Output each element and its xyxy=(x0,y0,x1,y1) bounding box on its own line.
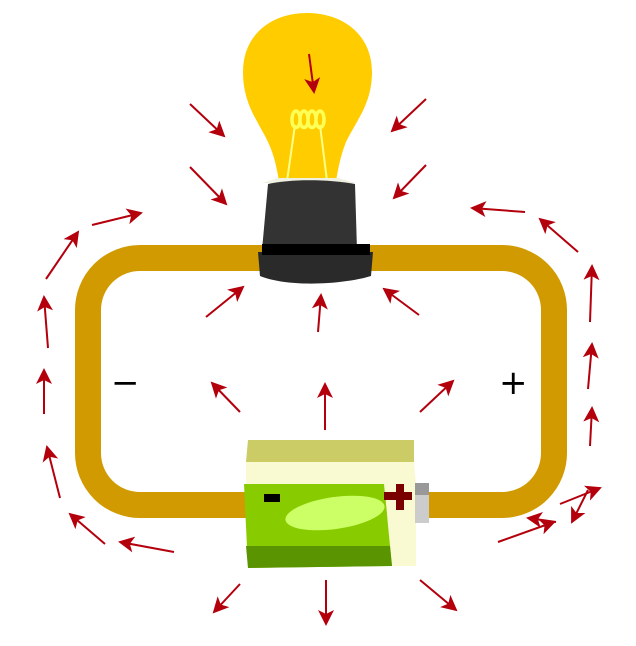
battery-minus-mark xyxy=(264,494,280,502)
arrow-icon xyxy=(189,166,228,206)
arrow-icon xyxy=(205,285,245,318)
arrow-icon xyxy=(419,379,455,413)
battery-top xyxy=(246,440,414,462)
arrow-icon xyxy=(582,342,599,390)
arrow-icon xyxy=(68,512,106,545)
arrow-icon xyxy=(538,217,579,253)
battery-highlight xyxy=(285,495,385,531)
arrow-icon xyxy=(382,287,420,316)
filament xyxy=(286,124,328,182)
arrow-icon xyxy=(42,445,61,499)
arrow-icon xyxy=(212,583,241,614)
arrow-icon xyxy=(583,406,600,447)
arrow-icon xyxy=(470,201,526,218)
arrow-icon xyxy=(390,98,427,133)
arrow-icon xyxy=(526,512,557,528)
bulb-base xyxy=(262,180,357,250)
arrow-icon xyxy=(189,103,226,138)
arrow-icon xyxy=(497,519,556,543)
arrow-icon xyxy=(91,208,143,226)
filament-coil xyxy=(290,109,326,130)
light-bulb-icon xyxy=(243,13,373,284)
arrow-icon xyxy=(118,536,175,553)
arrow-icon xyxy=(210,381,241,413)
negative-terminal-label: − xyxy=(111,363,140,403)
bulb-base-band xyxy=(262,244,370,255)
positive-terminal-label: + xyxy=(499,363,528,403)
arrow-icon xyxy=(37,295,54,349)
field-arrows xyxy=(36,53,602,626)
battery-icon xyxy=(244,440,429,568)
arrow-icon xyxy=(419,579,458,612)
battery-terminal-top xyxy=(415,483,429,495)
arrow-icon xyxy=(45,230,80,280)
arrow-icon xyxy=(311,293,328,333)
arrow-icon xyxy=(392,164,427,200)
bulb-glass xyxy=(243,13,372,181)
arrow-icon xyxy=(583,264,600,323)
bulb-base-rim xyxy=(258,252,373,284)
battery-side xyxy=(384,484,416,566)
battery-plus-mark xyxy=(384,484,412,510)
arrow-icon xyxy=(559,485,602,505)
battery-shadow xyxy=(246,546,392,568)
battery-cap xyxy=(246,462,416,484)
arrow-icon xyxy=(304,53,321,94)
